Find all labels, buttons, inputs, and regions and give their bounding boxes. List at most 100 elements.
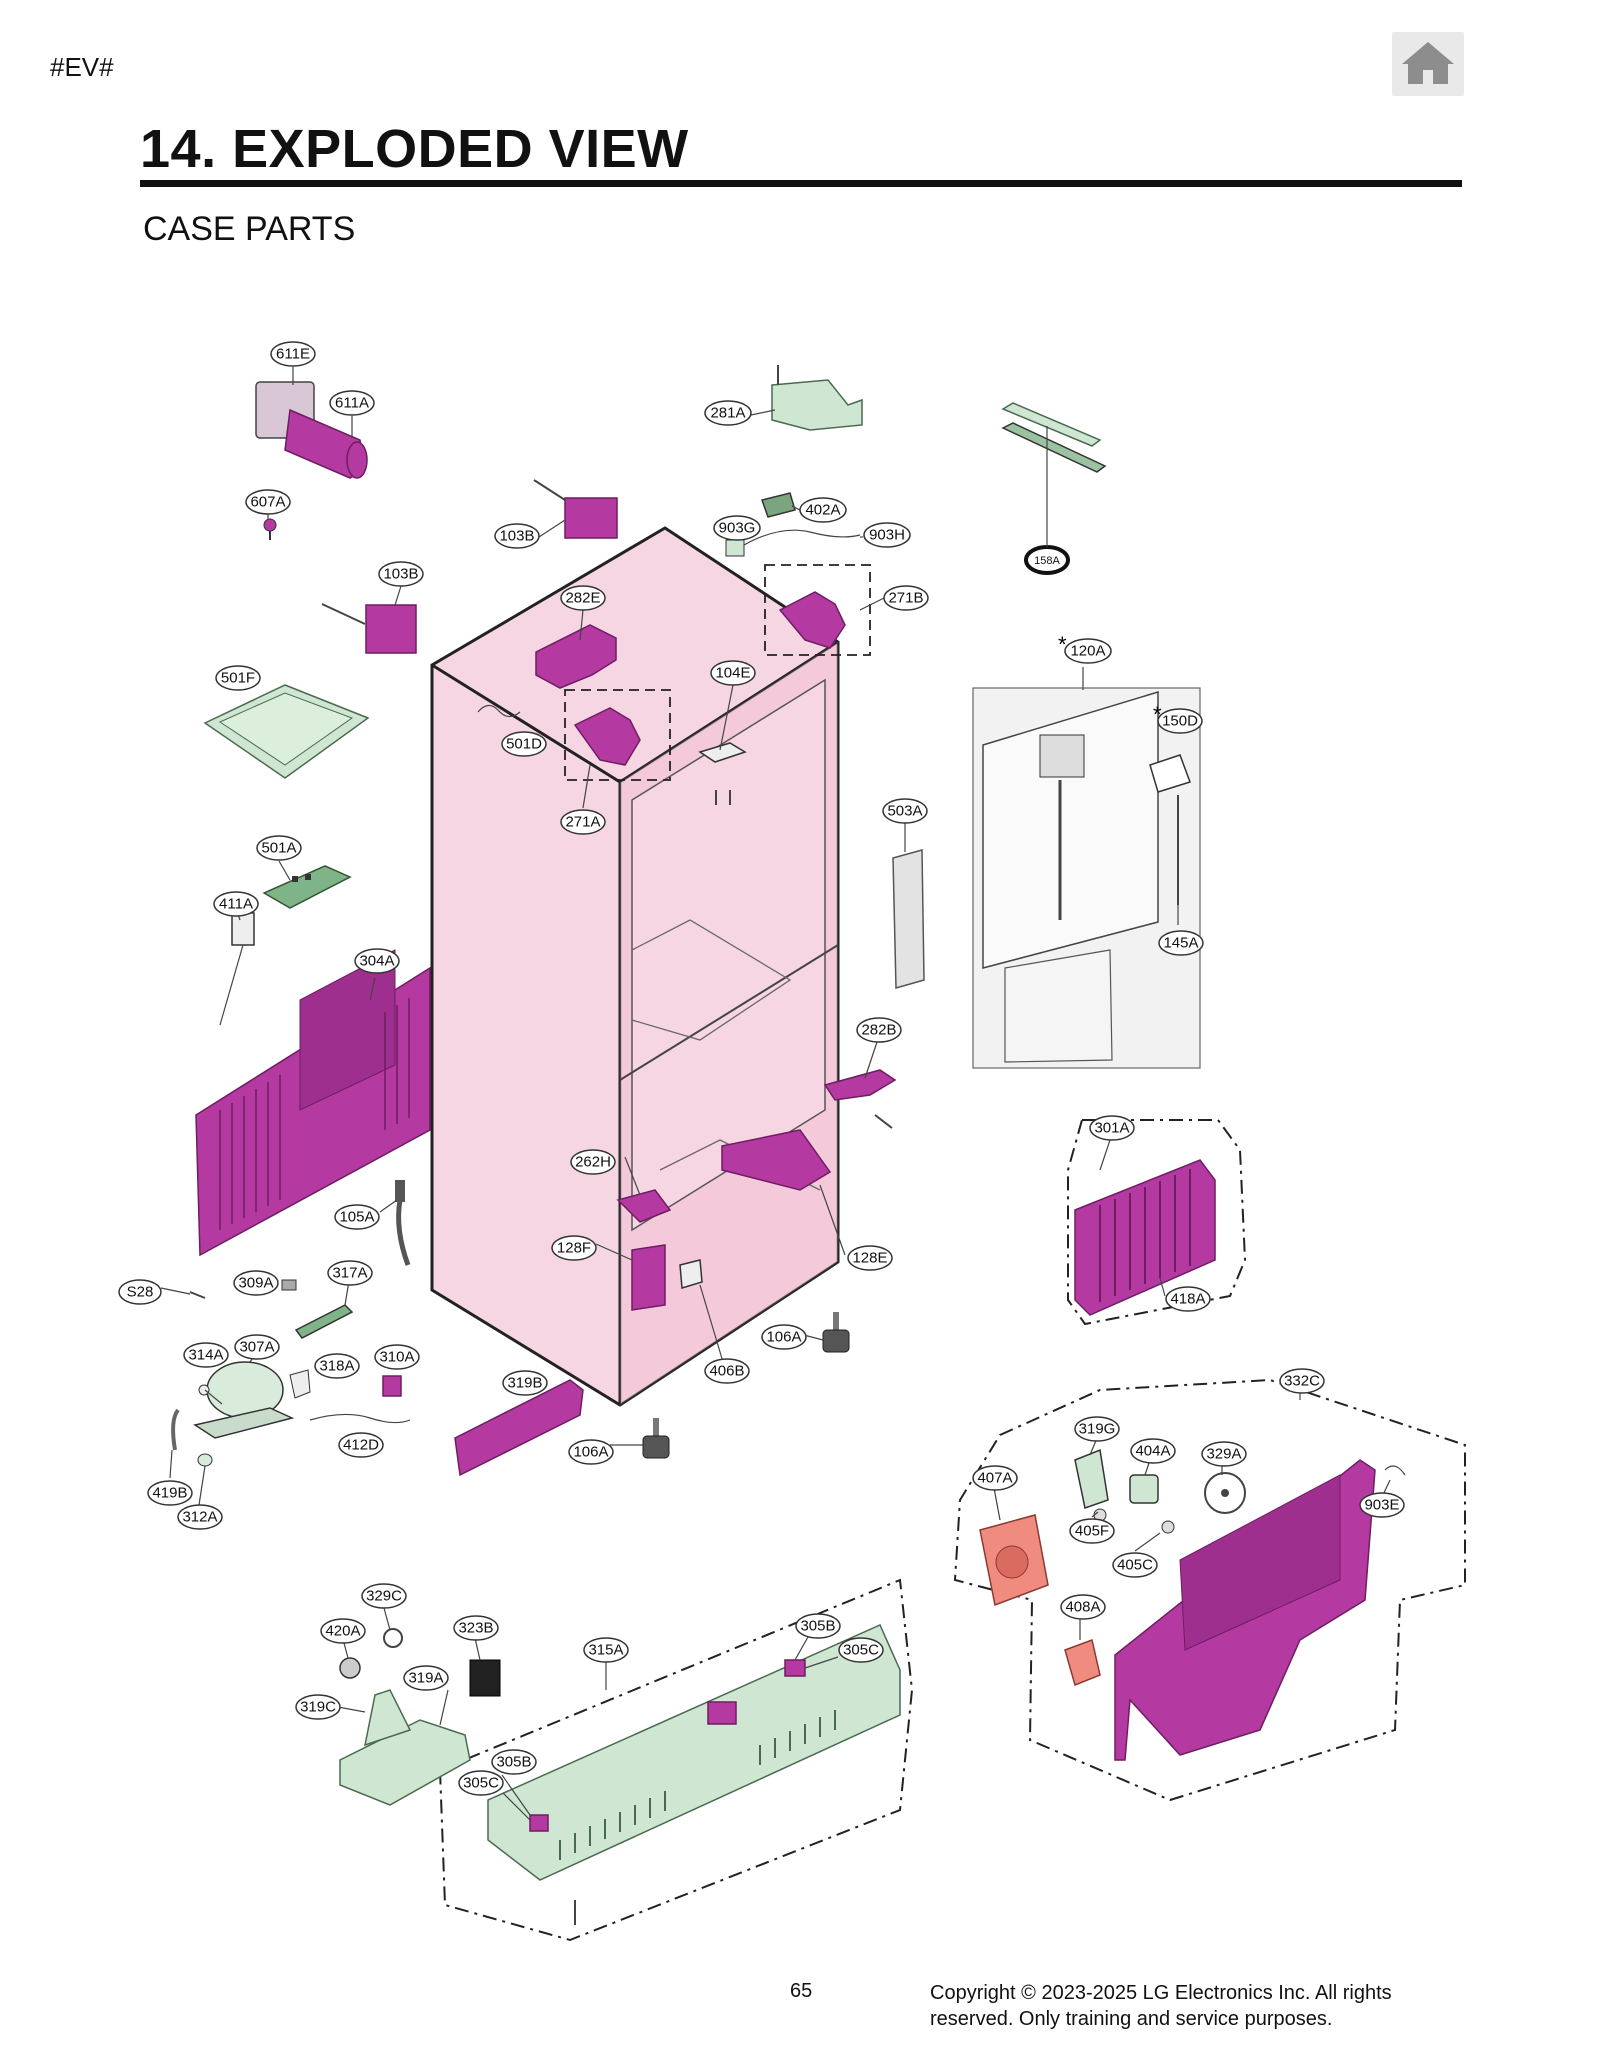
screw-607A [263, 518, 277, 540]
label-307A: 307A [234, 1334, 280, 1360]
ice-maker-assembly [255, 381, 368, 479]
svg-text:503A: 503A [887, 803, 922, 820]
hinge-271A [564, 689, 671, 781]
label-305B-top: 305B [795, 1613, 841, 1639]
label-903E: 903E [1359, 1492, 1405, 1518]
svg-text:305B: 305B [496, 1754, 531, 1771]
svg-text:310A: 310A [379, 1349, 414, 1366]
label-304A: 304A [354, 948, 400, 974]
label-120A: 120A [1064, 638, 1112, 664]
hinge-cover-103B-left [321, 603, 417, 654]
svg-text:611E: 611E [276, 346, 310, 363]
label-106A-right: 106A [761, 1324, 807, 1350]
svg-text:332C: 332C [1284, 1373, 1320, 1390]
label-611E: 611E [270, 341, 316, 367]
svg-text:309A: 309A [238, 1275, 273, 1292]
svg-text:501F: 501F [221, 670, 255, 687]
home-button[interactable] [1392, 32, 1464, 96]
shelf-501F [203, 684, 370, 779]
wire-903G-903H [725, 529, 861, 557]
label-402A: 402A [799, 497, 847, 523]
label-407A: 407A [972, 1465, 1018, 1491]
label-106A-left: 106A [568, 1439, 614, 1465]
svg-text:319C: 319C [300, 1699, 336, 1716]
label-406B: 406B [704, 1358, 750, 1384]
cover-319A-319C [339, 1689, 471, 1806]
label-405C: 405C [1112, 1552, 1158, 1578]
condenser-323B [469, 1659, 501, 1697]
svg-text:304A: 304A [359, 953, 394, 970]
fan-329C [383, 1628, 403, 1648]
label-305B-bottom: 305B [491, 1749, 537, 1775]
svg-text:319G: 319G [1079, 1421, 1116, 1438]
wire-412D [309, 1413, 411, 1424]
svg-text:105A: 105A [339, 1209, 374, 1226]
svg-text:104E: 104E [715, 665, 750, 682]
svg-text:420A: 420A [325, 1623, 360, 1640]
label-405F: 405F [1069, 1518, 1115, 1544]
svg-text:120A: 120A [1070, 643, 1105, 660]
svg-text:317A: 317A [332, 1265, 367, 1282]
svg-text:903E: 903E [1364, 1497, 1399, 1514]
svg-text:305B: 305B [800, 1618, 835, 1635]
machine-cover-group-332C [953, 1378, 1466, 1802]
label-319B: 319B [502, 1370, 548, 1396]
label-319C: 319C [295, 1694, 341, 1720]
svg-text:S28: S28 [127, 1284, 154, 1301]
bushing-405F-405C [1093, 1508, 1175, 1534]
leg-106A-left [642, 1418, 670, 1459]
label-103B-top: 103B [494, 523, 540, 549]
pcb-501A [262, 865, 352, 909]
hinge-282E [535, 624, 617, 689]
label-305C-bottom: 305C [458, 1770, 504, 1796]
label-408A: 408A [1060, 1594, 1106, 1620]
svg-text:271B: 271B [888, 590, 923, 607]
label-420A: 420A [320, 1618, 366, 1644]
bracket-128F [631, 1244, 666, 1311]
label-319G: 319G [1074, 1416, 1120, 1442]
svg-text:329A: 329A [1206, 1446, 1241, 1463]
relay-317A [294, 1304, 354, 1339]
svg-text:103B: 103B [383, 566, 418, 583]
switch-402A [761, 492, 796, 518]
label-412D: 412D [338, 1432, 384, 1458]
fan-motor-404A [1129, 1474, 1159, 1504]
svg-text:419B: 419B [152, 1485, 187, 1502]
svg-text:158A: 158A [1034, 555, 1060, 567]
svg-text:501D: 501D [506, 736, 542, 753]
clamp-318A [289, 1369, 311, 1399]
svg-text:607A: 607A [250, 494, 285, 511]
svg-text:407A: 407A [977, 1470, 1012, 1487]
svg-text:405C: 405C [1117, 1557, 1153, 1574]
svg-text:318A: 318A [319, 1358, 354, 1375]
label-158A: 158A [1034, 555, 1060, 567]
label-104E: 104E [710, 660, 756, 686]
label-404A: 404A [1130, 1438, 1176, 1464]
star-mark-150D: * [1153, 702, 1162, 727]
motor-420A [339, 1657, 361, 1679]
svg-text:329C: 329C [366, 1588, 402, 1605]
svg-text:315A: 315A [588, 1642, 623, 1659]
wire-501D [477, 704, 521, 718]
svg-text:103B: 103B [499, 528, 534, 545]
label-301A: 301A [1089, 1115, 1135, 1141]
svg-text:301A: 301A [1094, 1120, 1129, 1137]
bracket-319G [1074, 1448, 1109, 1509]
svg-text:323B: 323B [458, 1620, 493, 1637]
label-318A: 318A [314, 1353, 360, 1379]
label-319A: 319A [403, 1665, 449, 1691]
label-305C-top: 305C [838, 1637, 884, 1663]
connector-309A [281, 1279, 297, 1291]
svg-text:314A: 314A [188, 1347, 223, 1364]
svg-text:319B: 319B [507, 1375, 542, 1392]
label-312A: 312A [177, 1504, 223, 1530]
label-501D: 501D [501, 731, 547, 757]
label-282E: 282E [560, 585, 606, 611]
machine-cover [1114, 1459, 1376, 1761]
svg-text:281A: 281A [710, 405, 745, 422]
label-329A: 329A [1201, 1441, 1247, 1467]
back-cover-304A [195, 949, 431, 1257]
label-128F: 128F [551, 1235, 597, 1261]
sensor-150D [1149, 754, 1191, 905]
bracket-104E [698, 742, 747, 805]
